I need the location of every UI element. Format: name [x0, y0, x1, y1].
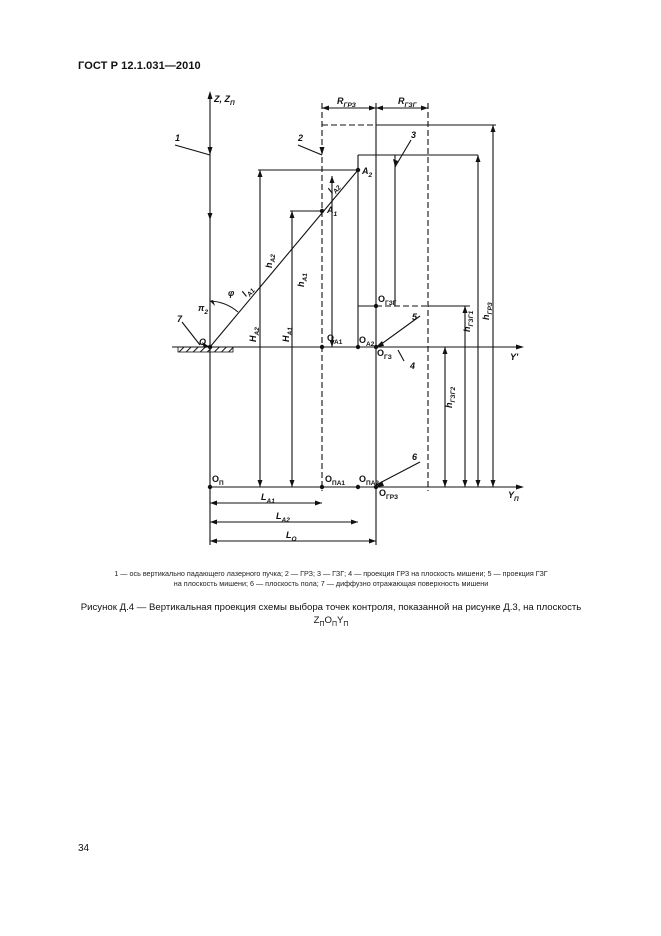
standard-header: ГОСТ Р 12.1.031—2010	[78, 60, 201, 72]
point-a1	[319, 208, 325, 214]
label-o-gz: OГЗ	[377, 348, 392, 361]
label-phi: φ	[228, 288, 235, 298]
page-number: 34	[78, 843, 90, 854]
label-o-p: OП	[212, 474, 224, 487]
callout-6: 6	[412, 452, 418, 462]
legend-line-1: 1 — ось вертикально падающего лазерного …	[114, 569, 548, 578]
label-o-grz: OГРЗ	[379, 488, 398, 501]
label-L-a1: LA1	[261, 492, 275, 505]
callout-2: 2	[297, 133, 303, 143]
callout-5: 5	[412, 312, 418, 322]
label-L-a2: LA2	[276, 511, 290, 524]
label-r-gzg: RГЗГ	[398, 96, 418, 109]
label-h-a2: hA2	[264, 254, 277, 268]
label-H-a1: HA1	[281, 327, 294, 342]
label-o-a2: OA2	[359, 335, 375, 348]
z-axis-label: Z, ZП	[213, 94, 235, 107]
label-pi2: π2	[198, 303, 208, 316]
caption-line-2: ZПOПYП	[313, 615, 349, 628]
callout-4: 4	[409, 361, 415, 371]
label-o-a1: OA1	[327, 333, 343, 346]
legend-line-2: на плоскость мишени; 6 — плоскость пола;…	[173, 579, 489, 588]
label-h-a1: hA1	[296, 273, 309, 287]
label-l-a2: lA2	[326, 180, 343, 197]
floor-axis-label: YП	[508, 490, 519, 503]
label-o-gzg: OГЗГ	[378, 294, 397, 307]
point-a2	[355, 167, 361, 173]
projection-diagram: Z, ZП Y' YП 1 2 3 4 5 6 7 O A2 A1 OA1 OA…	[172, 91, 524, 545]
callout-7: 7	[177, 314, 183, 324]
label-o: O	[199, 337, 206, 347]
label-h-grz: hГРЗ	[481, 301, 494, 320]
label-L-o: LO	[286, 530, 297, 543]
label-o-pa2: OПА2	[359, 474, 379, 487]
figure-caption: Рисунок Д.4 — Вертикальная проекция схем…	[70, 601, 592, 631]
beam-line-a2	[209, 169, 359, 348]
label-a1: A1	[326, 205, 338, 218]
label-r-grz: RГРЗ	[337, 96, 357, 109]
label-H-a2: HA2	[248, 327, 261, 342]
y-axis-label: Y'	[510, 352, 519, 362]
callout-3: 3	[411, 130, 416, 140]
figure-legend: 1 — ось вертикально падающего лазерного …	[76, 569, 586, 589]
label-o-pa1: OПА1	[325, 474, 345, 487]
origin-point	[207, 344, 213, 350]
callout-1: 1	[175, 133, 180, 143]
label-h-gzg1: hГЗГ1	[462, 310, 475, 332]
caption-line-1: Рисунок Д.4 — Вертикальная проекция схем…	[80, 602, 582, 613]
label-l-a1: lA1	[240, 283, 257, 300]
label-a2: A2	[361, 166, 373, 179]
label-h-gzg2: hГЗГ2	[444, 386, 457, 408]
